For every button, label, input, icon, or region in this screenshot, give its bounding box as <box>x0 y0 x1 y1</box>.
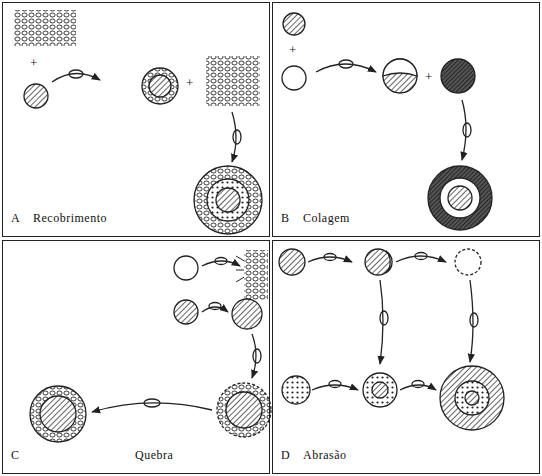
panel-title: Quebra <box>135 448 173 463</box>
mechanism-panel: C Quebra <box>2 240 270 474</box>
panel-title: Colagem <box>303 211 350 226</box>
plus-sign: + <box>30 56 37 69</box>
panel-title: Abrasão <box>303 448 346 463</box>
panel-title: Recobrimento <box>33 211 107 226</box>
panel-letter: A <box>11 211 20 226</box>
plus-sign: + <box>425 70 432 83</box>
plus-sign: + <box>289 43 296 56</box>
panel-letter: C <box>11 448 20 463</box>
mechanism-panel: B Colagem <box>272 2 540 237</box>
panel-letter: B <box>281 211 290 226</box>
panel-letter: D <box>281 448 290 463</box>
mechanism-panel: D Abrasão <box>272 240 540 474</box>
plus-sign: + <box>186 76 193 89</box>
small-particles <box>14 10 76 46</box>
mechanism-panel: A Recobrimento <box>2 2 270 237</box>
